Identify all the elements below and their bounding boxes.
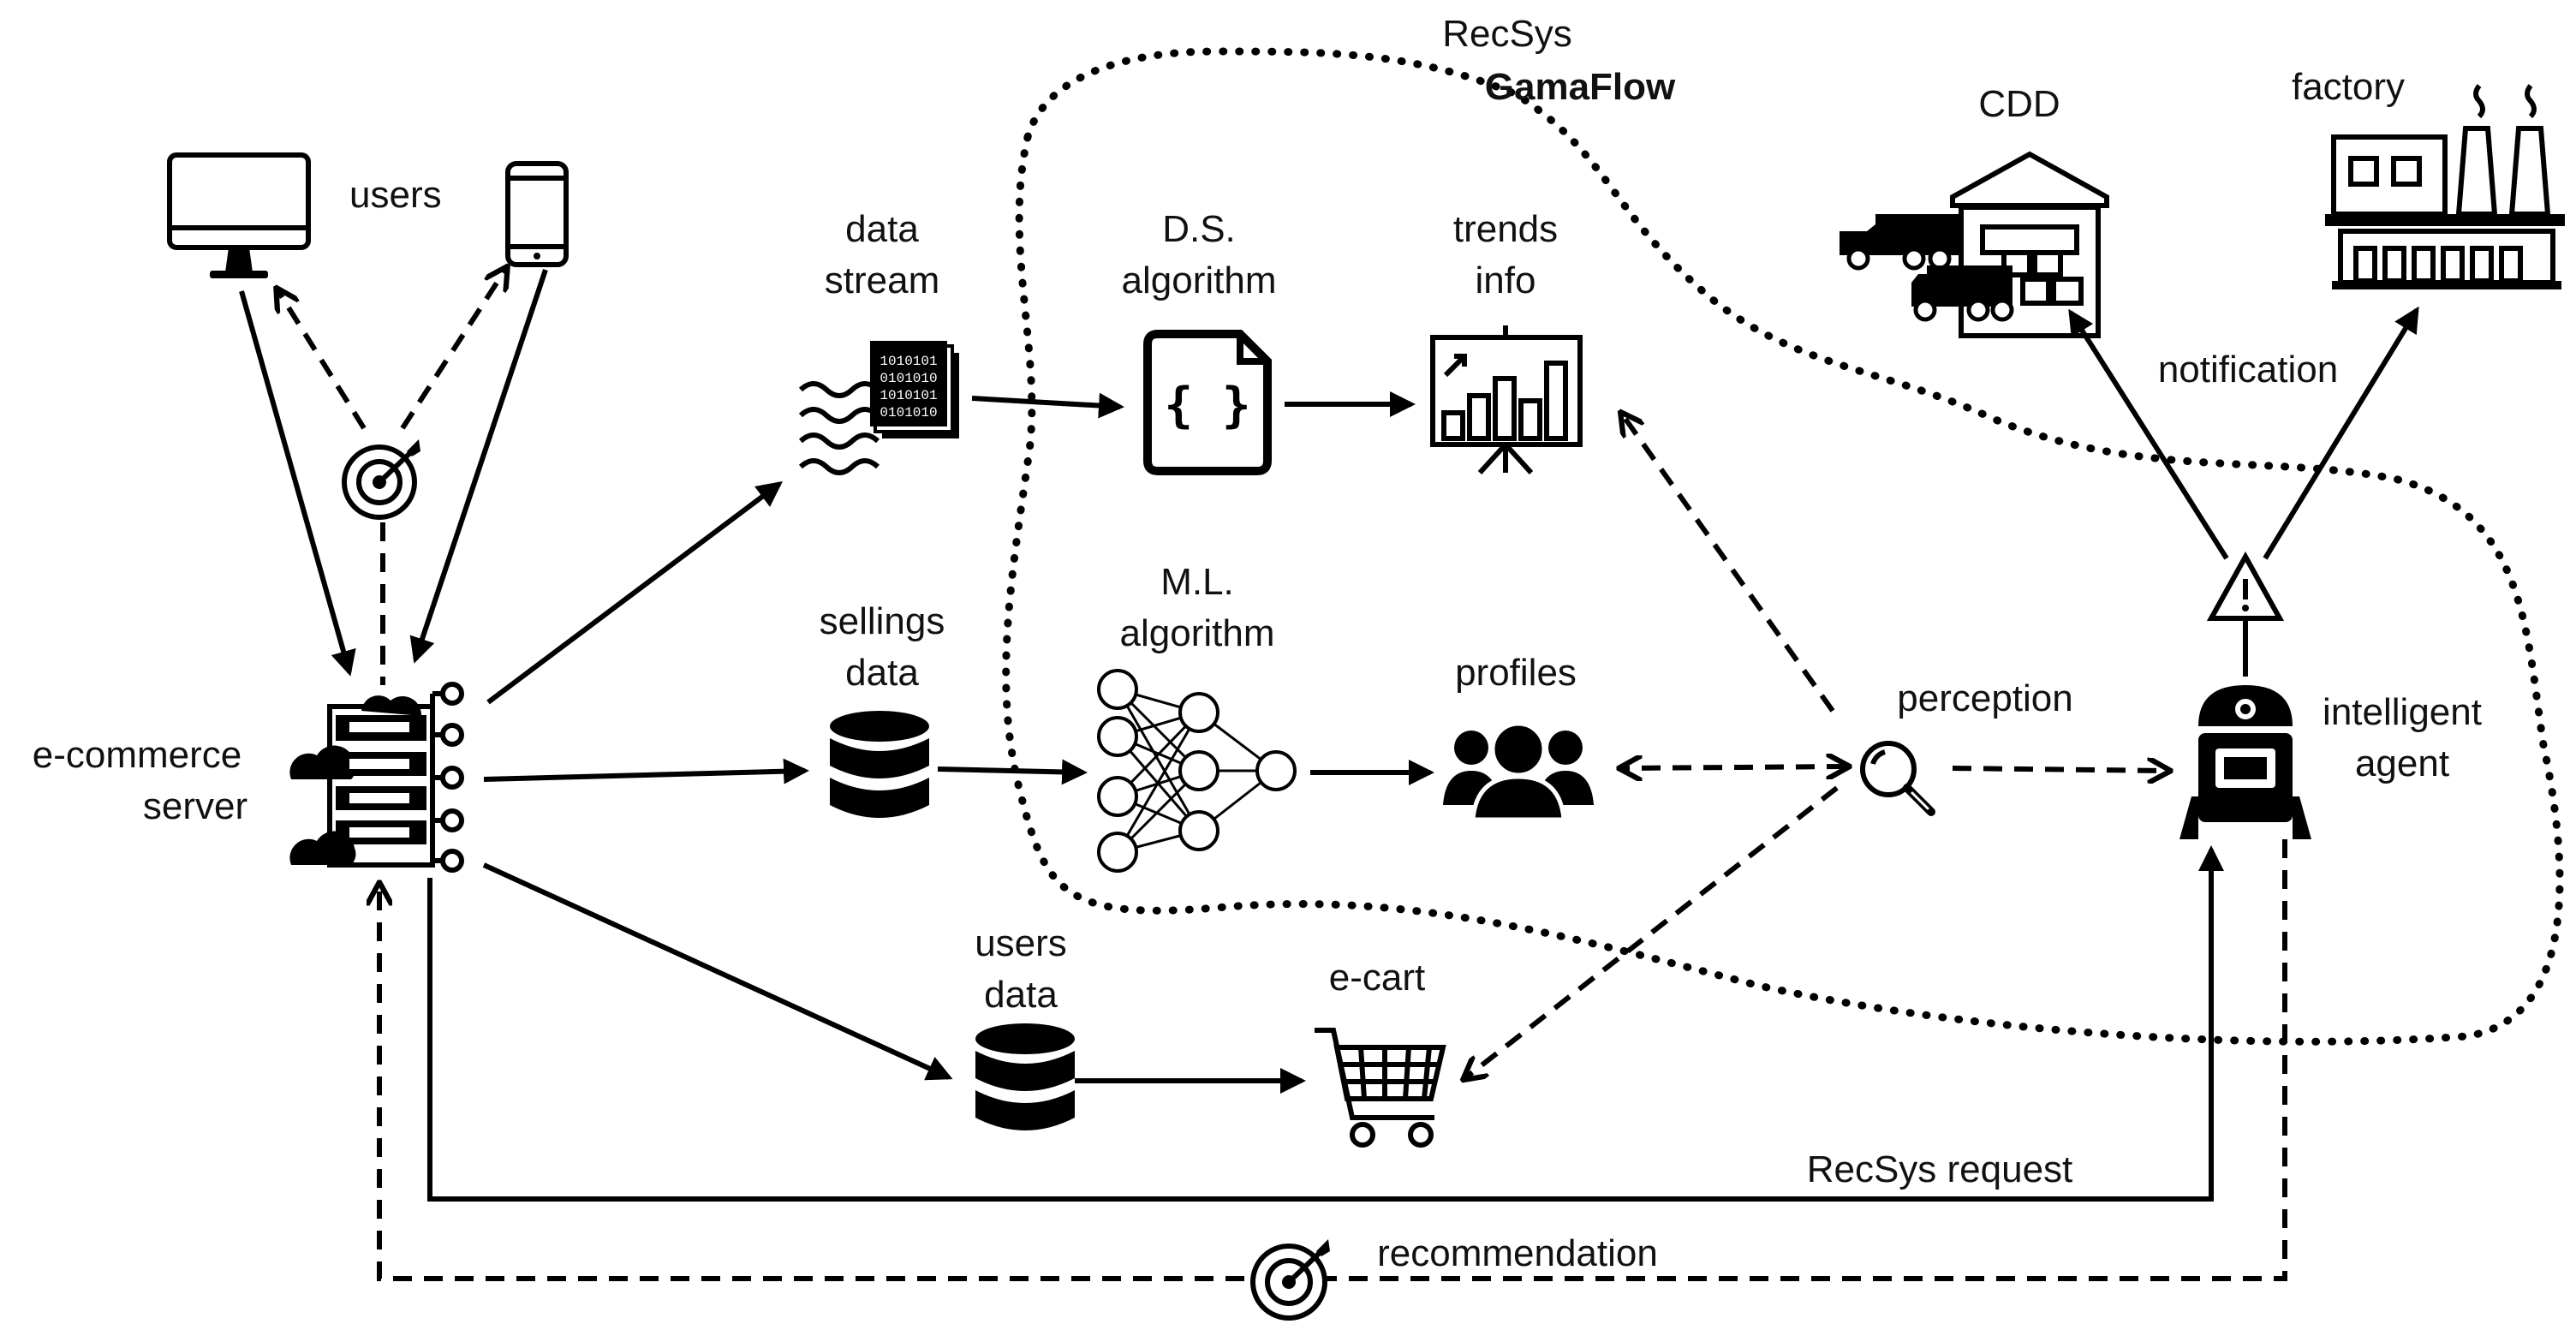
svg-text:{ }: { } [1164,378,1250,433]
svg-text:0101010: 0101010 [880,371,937,386]
recsys-request-arrow [427,845,2224,1202]
trends-chart-icon [1430,325,1583,475]
trends-info-label-line1: trends [1453,208,1558,250]
users-label: users [349,174,442,216]
intelligent-agent-label-line2: agent [2355,743,2449,784]
agent-to-cdd-arrow [2068,308,2229,560]
monitor-icon [167,152,311,278]
ds-algorithm-label-line1: D.S. [1162,208,1236,250]
data-stream-label-line2: stream [825,259,939,301]
svg-text:0101010: 0101010 [880,405,937,420]
boundary-title-gamaflow: GamaFlow [1485,66,1676,108]
cdd-label: CDD [1978,83,2060,125]
svg-text:1010101: 1010101 [880,354,937,369]
smartphone-icon [505,161,569,267]
sellings-data-label-line2: data [845,652,919,694]
trends-info-label-line2: info [1476,259,1536,301]
server-to-usersdata-arrow [482,862,953,1081]
sellings-to-ml-arrow [937,759,1088,785]
intelligent-agent-label-line1: intelligent [2323,691,2482,733]
notification-label: notification [2158,349,2338,391]
sellings-data-label-line1: sellings [820,600,945,642]
monitor-to-server-arrow [239,290,356,677]
stream-to-ds-arrow [971,392,1124,419]
users-data-label-line2: data [984,974,1058,1016]
neural-network-icon [1097,669,1297,873]
robot-icon [2179,685,2311,839]
ecommerce-label-line2: server [143,785,247,827]
factory-icon [2325,84,2565,289]
agent-to-factory-arrow [2263,306,2419,560]
ml-algorithm-label-line1: M.L. [1160,561,1234,603]
target-icon [342,439,420,520]
code-file-icon: { } [1143,330,1272,475]
server-to-stream-arrow [486,481,783,705]
perception-to-cart-arrow [1466,785,1839,1077]
database-icon [975,1023,1075,1130]
data-stream-icon: 1010101 0101010 1010101 0101010 [798,341,959,475]
perception-to-profiles-arrow [1623,766,1846,768]
target-to-monitor-arrow [278,291,367,430]
phone-to-server-arrow [409,269,548,664]
target-to-phone-arrow [400,270,505,430]
recommendation-label: recommendation [1377,1232,1658,1274]
svg-text:1010101: 1010101 [880,388,937,403]
users-data-label-line1: users [975,922,1067,964]
ds-algorithm-label-line2: algorithm [1122,259,1277,301]
perception-to-agent-arrow [1952,768,2167,771]
perception-label: perception [1897,677,2072,719]
target-icon [1250,1239,1330,1321]
gamaflow-boundary [1002,47,2564,1046]
database-icon [830,711,929,818]
warning-icon [2206,551,2285,621]
boundary-title-recsys: RecSys [1442,13,1572,55]
recommendation-arrow [379,839,2287,1281]
server-to-sellings-arrow [483,758,809,784]
data-stream-label-line1: data [845,208,919,250]
server-cloud-icon [289,682,464,873]
profiles-icon [1443,721,1594,822]
ecommerce-label-line1: e-commerce [33,734,242,776]
perception-to-trends-arrow [1623,415,1835,713]
recsys-request-label: RecSys request [1807,1148,2073,1190]
warehouse-truck-icon [1840,151,2109,338]
ecart-label: e-cart [1329,957,1425,999]
profiles-label: profiles [1455,652,1577,694]
connections [239,269,2419,1281]
magnifier-icon [1860,741,1935,816]
ml-algorithm-label-line2: algorithm [1120,612,1275,654]
cart-icon [1315,1028,1446,1148]
factory-label: factory [2292,66,2405,108]
